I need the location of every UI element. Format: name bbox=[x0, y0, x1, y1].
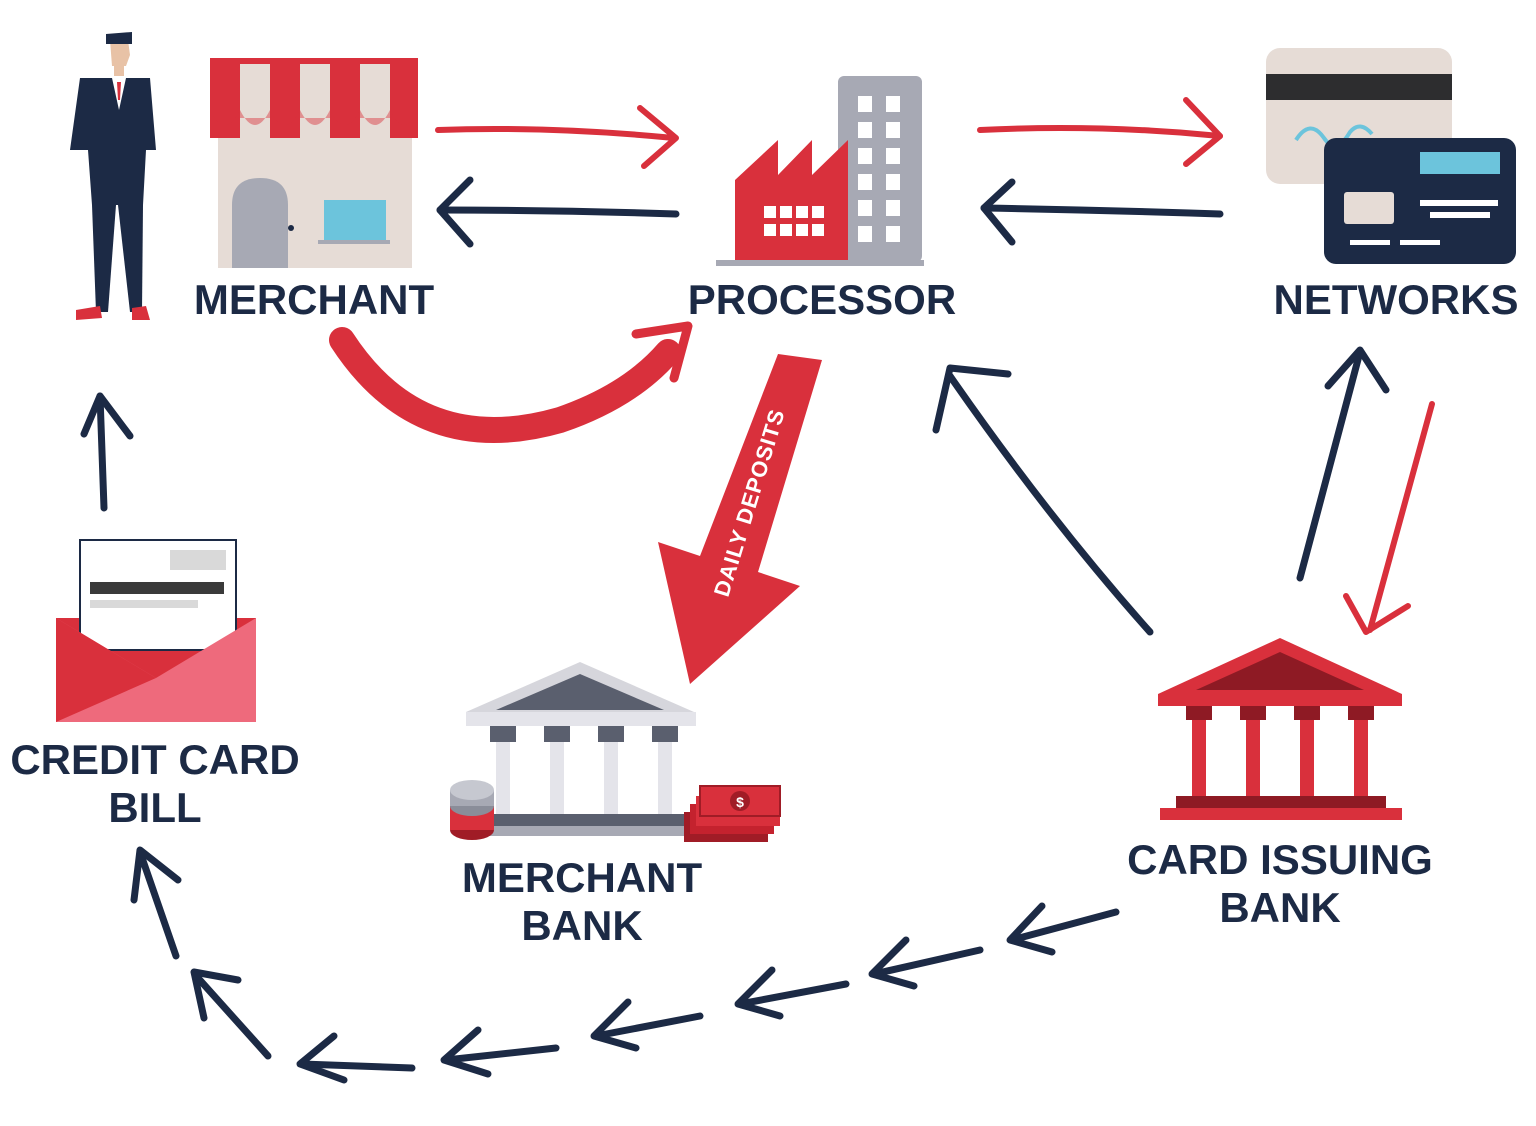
networks-to-processor-arrow bbox=[980, 178, 1224, 246]
networks-to-issuing-bank-arrow bbox=[1343, 401, 1435, 635]
processor-label: PROCESSOR bbox=[688, 276, 956, 323]
processor-to-merchant-arrow bbox=[436, 176, 680, 248]
bank-with-money-icon: $ bbox=[450, 662, 781, 842]
businessman-icon bbox=[70, 32, 156, 320]
merchant-bank-label-line2: BANK bbox=[521, 902, 642, 949]
credit-card-bill-label-line2: BILL bbox=[108, 784, 201, 831]
coin-stack-icon bbox=[450, 780, 494, 840]
issuing-bank-to-processor-arrow bbox=[932, 364, 1154, 636]
processor-to-networks-arrow bbox=[977, 97, 1223, 167]
merchant-bank-label-line1: MERCHANT bbox=[462, 854, 703, 901]
envelope-bill-icon bbox=[56, 539, 256, 722]
factory-building-icon bbox=[716, 76, 924, 266]
daily-deposits-arrow: DAILY DEPOSITS bbox=[658, 354, 822, 684]
storefront-icon bbox=[210, 58, 418, 268]
bill-to-customer-arrow bbox=[80, 392, 134, 512]
card-issuing-bank-label-line2: BANK bbox=[1219, 884, 1340, 931]
merchant-label: MERCHANT bbox=[194, 276, 435, 323]
issuing-bank-to-bill-arrows bbox=[130, 846, 1120, 1084]
cash-stack-icon: $ bbox=[684, 785, 781, 842]
credit-cards-icon bbox=[1266, 48, 1516, 264]
card-issuing-bank-label-line1: CARD ISSUING bbox=[1127, 836, 1433, 883]
merchant-to-processor-arrow bbox=[435, 105, 679, 169]
networks-label: NETWORKS bbox=[1274, 276, 1519, 323]
batch-arrow: BATCH bbox=[329, 321, 693, 443]
issuing-bank-to-networks-arrow bbox=[1296, 346, 1390, 582]
credit-card-bill-label-line1: CREDIT CARD bbox=[10, 736, 299, 783]
dollar-sign-icon: $ bbox=[736, 794, 744, 810]
bank-building-icon bbox=[1158, 638, 1402, 820]
